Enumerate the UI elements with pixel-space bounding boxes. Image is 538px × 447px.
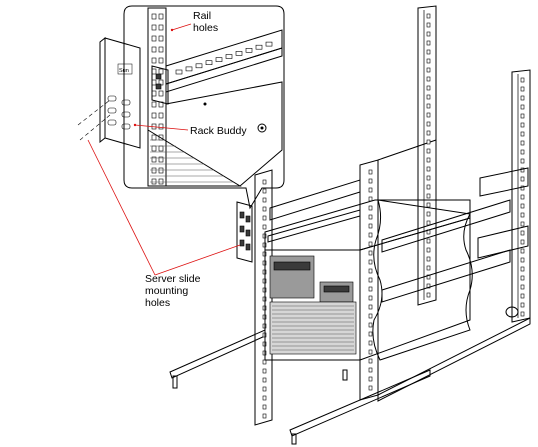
- leader-lines: [87, 23, 241, 276]
- zoom-callout: [123, 5, 285, 210]
- rack-post-holes: [262, 13, 525, 419]
- slide-rail: [267, 167, 529, 259]
- rack-buddy-mounted: [236, 201, 253, 263]
- rack-frame: [169, 5, 531, 445]
- label-rack-buddy: Rack Buddy: [190, 125, 247, 137]
- server-chassis: [264, 199, 511, 361]
- label-server-slide-mounting-holes: Server slide mounting holes: [145, 273, 201, 309]
- rack-buddy-bracket: Sun: [99, 36, 141, 149]
- label-rail-holes: Rail holes: [193, 10, 219, 34]
